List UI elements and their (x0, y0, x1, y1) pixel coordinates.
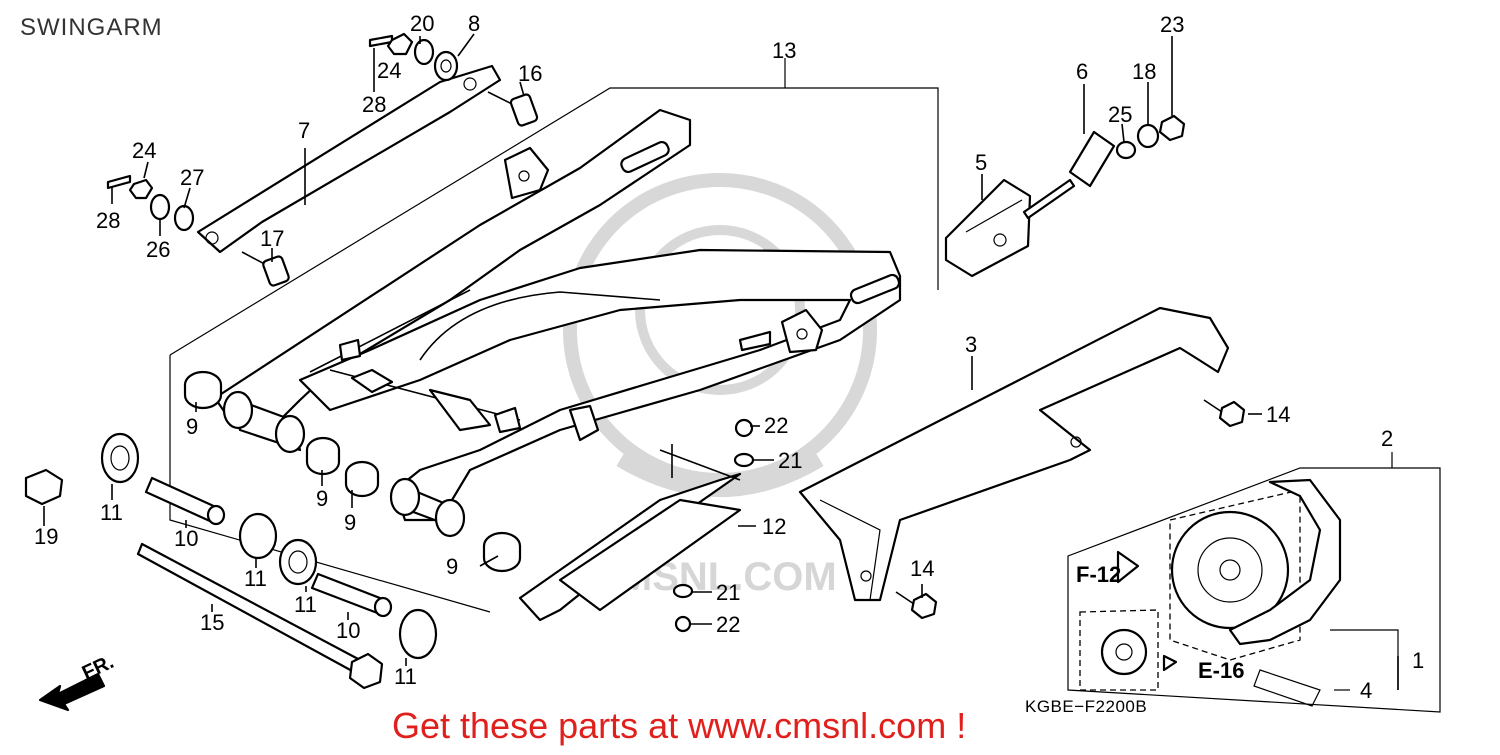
callout-6: 6 (1076, 59, 1088, 84)
callout-9: 9 (446, 554, 458, 579)
callout-16: 16 (518, 61, 542, 86)
callout-12: 12 (762, 514, 786, 539)
bolt-17[interactable] (241, 251, 290, 287)
reference-e16[interactable]: E-16 (1198, 658, 1244, 683)
chain-guide[interactable] (518, 444, 742, 622)
callout-3: 3 (965, 332, 977, 357)
callout-11: 11 (244, 566, 267, 591)
nut-19[interactable] (24, 468, 64, 506)
callout-8: 8 (468, 11, 480, 36)
footer-link[interactable]: Get these parts at www.cmsnl.com ! (392, 705, 967, 746)
callout-1: 1 (1412, 648, 1424, 673)
callout-26: 26 (146, 237, 170, 262)
callout-14: 14 (1266, 402, 1290, 427)
callout-24: 24 (377, 58, 401, 83)
callout-22: 22 (764, 413, 788, 438)
callout-10: 10 (336, 618, 360, 643)
callout-11: 11 (100, 500, 123, 525)
callout-17: 17 (260, 226, 284, 251)
pivot-tubes[interactable] (222, 390, 466, 538)
swingarm-group-outline (169, 58, 939, 613)
seal-set[interactable] (100, 432, 438, 660)
hardware-right[interactable] (1115, 114, 1186, 160)
callout-28: 28 (362, 92, 386, 117)
front-direction-arrow: FR. (38, 651, 117, 712)
callout-18: 18 (1132, 59, 1156, 84)
callout-5: 5 (975, 150, 987, 175)
callout-21: 21 (716, 580, 740, 605)
callout-labels: 20 8 24 28 16 13 7 24 27 28 26 17 6 18 2… (34, 11, 1424, 703)
drawing-code: KGBE−F2200B (1025, 697, 1148, 716)
callout-2: 2 (1381, 426, 1393, 451)
callout-7: 7 (298, 118, 310, 143)
callout-25: 25 (1108, 102, 1132, 127)
plate-6[interactable] (1068, 130, 1116, 188)
hardware-top[interactable] (368, 32, 459, 82)
reference-f12[interactable]: F-12 (1076, 562, 1121, 587)
diagram-title: SWINGARM (20, 14, 163, 41)
callout-19: 19 (34, 524, 58, 549)
pivot-bolt-15[interactable] (136, 542, 384, 690)
callout-20: 20 (410, 11, 434, 36)
callout-27: 27 (180, 165, 204, 190)
leader-lines (43, 33, 1399, 690)
chain-slider-block[interactable] (944, 178, 1076, 278)
callout-24: 24 (132, 138, 156, 163)
chain-case[interactable] (798, 306, 1230, 602)
torque-link[interactable] (196, 64, 502, 254)
callout-21: 21 (778, 448, 802, 473)
hardware-left[interactable] (106, 174, 195, 232)
callout-9: 9 (344, 510, 356, 535)
callout-9: 9 (186, 414, 198, 439)
callout-14: 14 (910, 556, 934, 581)
callout-11: 11 (294, 592, 317, 617)
callout-22: 22 (716, 612, 740, 637)
callout-28: 28 (96, 208, 120, 233)
bolt-16[interactable] (487, 91, 539, 127)
callout-23: 23 (1160, 12, 1184, 37)
callout-15: 15 (200, 610, 224, 635)
callout-4: 4 (1360, 678, 1372, 703)
drive-chain-group[interactable] (1067, 452, 1441, 713)
callout-11: 11 (394, 664, 417, 689)
callout-9: 9 (316, 486, 328, 511)
callout-13: 13 (772, 38, 796, 63)
bushing-set[interactable] (183, 370, 522, 573)
screws[interactable] (672, 399, 1246, 633)
callout-10: 10 (174, 526, 198, 551)
collar-set[interactable] (144, 476, 393, 618)
